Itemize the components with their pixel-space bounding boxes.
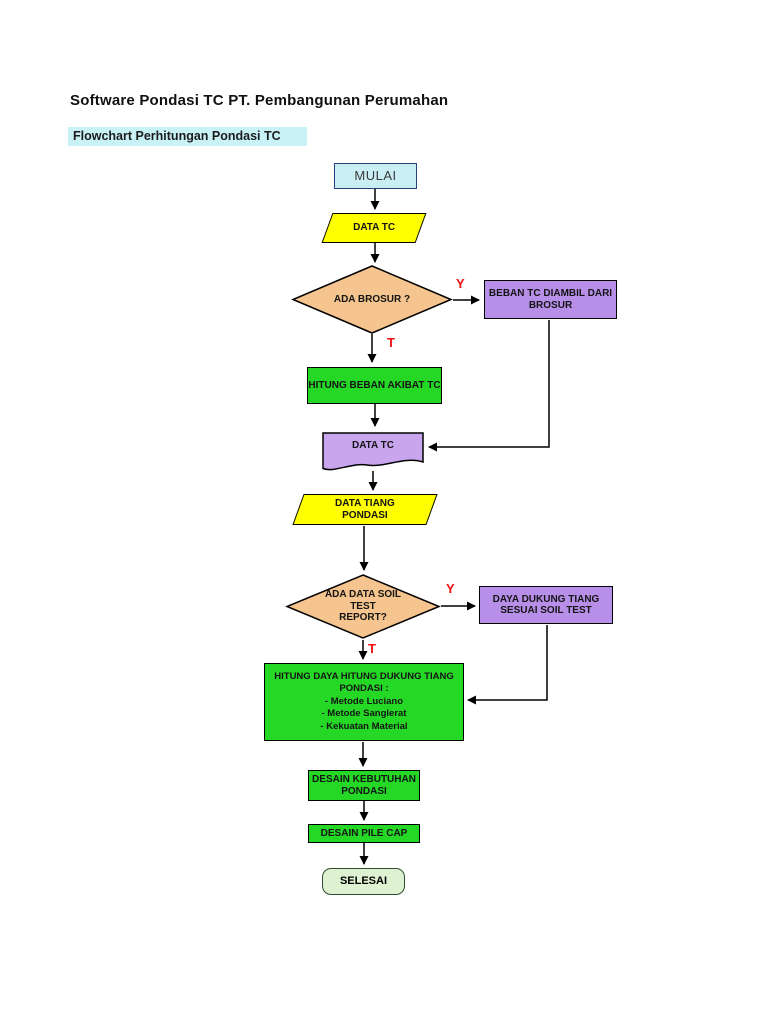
node-data-tc-document: DATA TC	[321, 431, 425, 474]
node-beban-brosur-label: BEBAN TC DIAMBIL DARI BROSUR	[488, 288, 613, 311]
branch-label-yes-2: Y	[446, 581, 455, 596]
node-daya-dukung-label: DAYA DUKUNG TIANG SESUAI SOIL TEST	[492, 593, 600, 617]
node-desain-pile-cap-label: DESAIN PILE CAP	[320, 827, 408, 839]
page-title: Software Pondasi TC PT. Pembangunan Peru…	[70, 92, 449, 109]
decision-diamond-shape	[285, 574, 441, 639]
node-end-label: SELESAI	[339, 875, 388, 888]
branch-label-no-1: T	[387, 335, 395, 350]
node-decision-soil: ADA DATA SOIL TEST REPORT?	[285, 573, 441, 640]
branch-label-no-2: T	[368, 641, 376, 656]
node-decision-brosur: ADA BROSUR ?	[291, 264, 453, 335]
node-hitung-beban-label: HITUNG BEBAN AKIBAT TC	[308, 379, 441, 391]
node-data-tc-input-label: DATA TC	[352, 222, 396, 234]
section-heading: Flowchart Perhitungan Pondasi TC	[68, 127, 307, 146]
node-hitung-beban: HITUNG BEBAN AKIBAT TC	[307, 367, 442, 404]
node-data-tiang: DATA TIANG PONDASI	[292, 494, 438, 525]
node-start-label: MULAI	[354, 167, 397, 183]
node-hitung-daya: HITUNG DAYA HITUNG DUKUNG TIANG PONDASI …	[264, 663, 464, 741]
node-end: SELESAI	[322, 868, 405, 895]
node-desain-kebutuhan: DESAIN KEBUTUHAN PONDASI	[308, 770, 420, 801]
decision-diamond-shape	[291, 265, 453, 334]
node-data-tiang-label: DATA TIANG PONDASI	[335, 498, 395, 521]
node-decision-brosur-label: ADA BROSUR ?	[333, 293, 411, 305]
node-decision-soil-label: ADA DATA SOIL TEST REPORT?	[324, 589, 402, 624]
node-start: MULAI	[334, 163, 417, 189]
node-beban-brosur: BEBAN TC DIAMBIL DARI BROSUR	[484, 280, 617, 319]
node-daya-dukung: DAYA DUKUNG TIANG SESUAI SOIL TEST	[479, 586, 613, 624]
node-desain-kebutuhan-label: DESAIN KEBUTUHAN PONDASI	[312, 774, 416, 797]
node-data-tc-input: DATA TC	[321, 213, 427, 243]
node-desain-pile-cap: DESAIN PILE CAP	[308, 824, 420, 843]
branch-label-yes-1: Y	[456, 276, 465, 291]
node-data-tc-document-label: DATA TC	[351, 440, 395, 452]
document-shape	[322, 432, 424, 471]
node-hitung-daya-label: HITUNG DAYA HITUNG DUKUNG TIANG PONDASI …	[274, 671, 454, 732]
elbow-dayadukung-to-hitungdaya	[467, 625, 548, 705]
elbow-bebanbrosur-to-doc	[428, 320, 550, 452]
